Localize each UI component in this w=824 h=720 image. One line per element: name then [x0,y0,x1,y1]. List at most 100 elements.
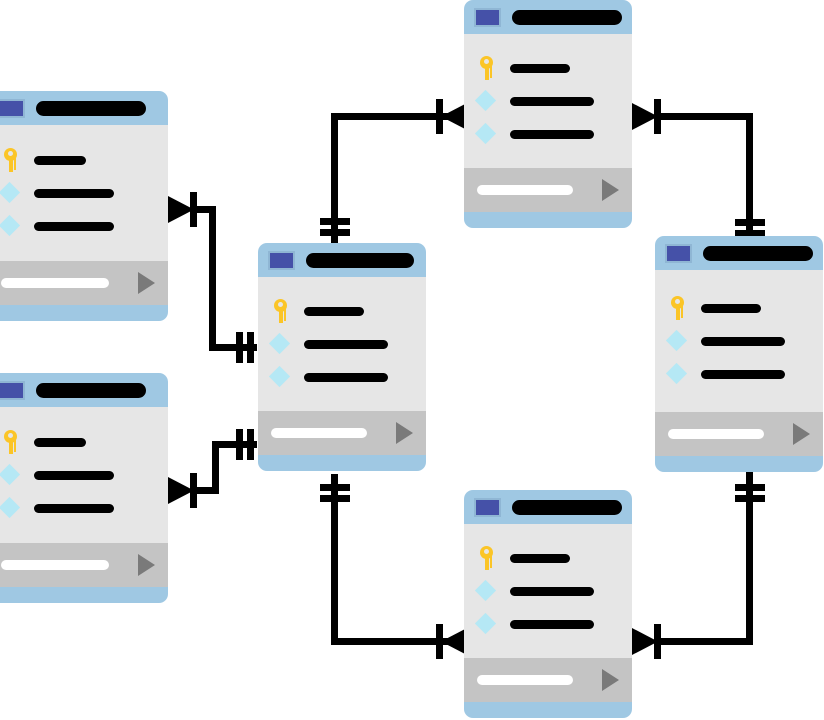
cardinality-one-tick [236,332,243,363]
entity-field-name [510,63,570,73]
connector-segment[interactable] [331,474,338,644]
diamond-icon [476,121,498,147]
entity-fields [464,524,632,658]
connector-segment[interactable] [331,113,456,120]
entity-field-row[interactable] [0,177,168,210]
play-icon[interactable] [138,554,155,576]
connector-segment[interactable] [654,638,753,645]
entity-footer[interactable] [258,411,426,455]
entity-field-row[interactable] [464,542,632,575]
connector-segment[interactable] [190,487,219,494]
play-icon[interactable] [793,423,810,445]
entity-field-row[interactable] [0,492,168,525]
entity-fields [0,407,168,543]
entity-field-row[interactable] [464,575,632,608]
entity-title [36,100,146,116]
entity-field-name [34,503,114,513]
table-icon [474,7,501,27]
entity-footer-input[interactable] [668,429,764,439]
entity-footer[interactable] [0,543,168,587]
cardinality-one-tick [320,218,350,225]
diamond-icon [270,331,292,357]
connector-segment[interactable] [209,344,257,351]
entity-field-row[interactable] [0,426,168,459]
entity-field-row[interactable] [258,361,426,394]
connector-segment[interactable] [190,206,216,213]
play-icon[interactable] [602,669,619,691]
entity-field-row[interactable] [464,52,632,85]
entity-footer[interactable] [464,658,632,702]
entity-frame-bottom [655,456,823,472]
table-icon [268,250,295,270]
cardinality-one-tick [247,332,254,363]
entity-footer-input[interactable] [1,560,109,570]
play-icon[interactable] [396,422,413,444]
table-icon [665,243,692,263]
entity-footer-input[interactable] [477,185,573,195]
entity-title [36,382,146,398]
diamond-icon [270,364,292,390]
connector-segment[interactable] [209,206,216,351]
entity-top-left[interactable] [0,91,168,321]
crowfoot-many-icon [441,103,467,130]
connector-segment[interactable] [331,113,338,246]
entity-field-name [701,369,785,379]
entity-field-name [304,339,388,349]
cardinality-one-tick [735,219,765,226]
entity-field-name [510,586,594,596]
entity-field-name [304,306,364,316]
entity-footer-input[interactable] [271,428,367,438]
entity-field-row[interactable] [258,328,426,361]
diamond-icon [0,495,22,521]
cardinality-one-tick [735,230,765,237]
entity-field-row[interactable] [464,608,632,641]
table-icon [0,98,25,118]
entity-bottom-left[interactable] [0,373,168,603]
entity-header [0,373,168,407]
entity-field-row[interactable] [655,292,823,325]
entity-footer[interactable] [0,261,168,305]
entity-field-name [510,129,594,139]
cardinality-one-tick [735,484,765,491]
entity-footer-input[interactable] [477,675,573,685]
entity-field-name [34,221,114,231]
key-icon [667,295,689,321]
key-icon [476,55,498,81]
entity-footer[interactable] [464,168,632,212]
entity-top-center[interactable] [464,0,632,228]
connector-segment[interactable] [746,470,753,642]
connector-segment[interactable] [212,441,219,494]
connector-segment[interactable] [331,638,456,645]
entity-title [512,499,622,515]
entity-title [703,245,813,261]
key-icon [270,298,292,324]
connector-segment[interactable] [746,113,753,241]
entity-field-row[interactable] [0,210,168,243]
entity-right[interactable] [655,236,823,472]
entity-field-row[interactable] [0,144,168,177]
entity-bottom-center[interactable] [464,490,632,718]
entity-field-row[interactable] [0,459,168,492]
entity-fields [464,34,632,168]
play-icon[interactable] [602,179,619,201]
entity-header [464,490,632,524]
play-icon[interactable] [138,272,155,294]
entity-field-row[interactable] [655,325,823,358]
entity-center[interactable] [258,243,426,471]
entity-field-row[interactable] [258,295,426,328]
entity-fields [655,270,823,412]
entity-header [464,0,632,34]
connector-segment[interactable] [654,113,753,120]
cardinality-one-tick [436,624,443,659]
entity-footer-input[interactable] [1,278,109,288]
entity-field-row[interactable] [655,358,823,391]
entity-footer[interactable] [655,412,823,456]
entity-header [258,243,426,277]
entity-frame-bottom [258,455,426,471]
entity-header [655,236,823,270]
diamond-icon [0,213,22,239]
entity-field-row[interactable] [464,85,632,118]
diamond-icon [476,578,498,604]
entity-field-row[interactable] [464,118,632,151]
connector-segment[interactable] [212,441,257,448]
